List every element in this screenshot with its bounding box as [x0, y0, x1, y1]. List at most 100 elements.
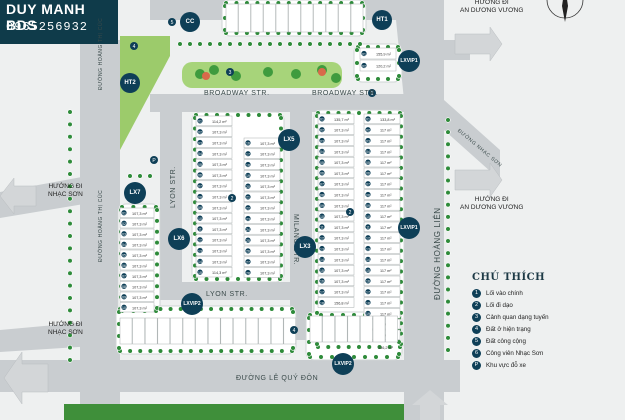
plot-area-lx3-top: 133,8 m²: [380, 118, 396, 122]
plot-number: 09: [366, 204, 370, 208]
plot-area-lx7: 107,3 m²: [132, 233, 148, 237]
plot-area-lx3-left: 107,3 m²: [334, 204, 350, 208]
plot-number: 17: [366, 291, 370, 295]
plot-area-lx7: 107,3 m²: [132, 306, 148, 310]
plot-number: 19: [366, 312, 370, 316]
plot-lx5-left: [195, 126, 233, 137]
plot-number-marker: [319, 159, 325, 165]
tree: [445, 262, 451, 268]
tree: [248, 348, 255, 354]
tree: [228, 348, 234, 354]
plot-lx5-left: [195, 234, 233, 245]
plot-area-vip2-bottom: 136,2 m²: [378, 346, 394, 350]
tree: [248, 306, 255, 312]
plot-area-lx3-right: 117 m²: [380, 194, 392, 198]
plot-number: 09: [122, 296, 126, 300]
plot-number-marker: [365, 116, 371, 122]
tree: [67, 345, 73, 351]
plot-lx3-left: [317, 178, 355, 189]
zone-lx5: LX5: [278, 129, 300, 151]
tree: [157, 306, 164, 312]
tree: [346, 344, 352, 350]
tree: [154, 272, 160, 278]
street-broadway-left: BROADWAY STR.: [204, 90, 270, 97]
plot-number: 25: [246, 239, 250, 243]
plot-area-lx7: 107,3 m²: [132, 275, 148, 279]
plot-number: 20: [246, 185, 250, 189]
tree: [67, 183, 73, 189]
plot-lxvip2: [258, 317, 271, 345]
plot-number-marker: [319, 137, 325, 144]
plot-vip2-bottom: [360, 315, 373, 343]
plot-lx5-left: [195, 115, 233, 127]
plot-number-marker: [121, 252, 127, 258]
plot-number-marker: [365, 181, 371, 187]
legend-item-number: 4: [472, 324, 481, 334]
plot-number-marker: [245, 205, 251, 211]
plot-number-marker: [245, 215, 251, 222]
plot-number-marker: [197, 226, 203, 232]
plot-area-lx5: 107,3 m²: [212, 239, 228, 243]
plot-number: 06: [122, 264, 126, 268]
plot-number: 12: [198, 239, 202, 243]
tree: [67, 134, 73, 140]
plot-number-marker: [365, 235, 371, 241]
plot-vip2-bottom: [322, 315, 335, 343]
tree: [290, 345, 296, 351]
tree: [217, 41, 223, 47]
tree: [365, 76, 371, 82]
tree: [445, 190, 451, 196]
tree: [445, 238, 451, 244]
tree: [445, 214, 451, 220]
tree: [387, 344, 393, 350]
tree: [445, 177, 451, 184]
plot-area-lx3-left-top: 135,7 m²: [334, 118, 350, 122]
plot-number: 26: [246, 250, 250, 254]
plot-area-lx6: 107,3 m²: [260, 164, 276, 168]
plot-number-marker: [245, 269, 251, 276]
plot-number-marker: [197, 161, 203, 167]
plot-lx7: [119, 302, 155, 313]
plot-number: 28: [246, 271, 250, 275]
tree: [445, 335, 451, 341]
legend-item-label: Đất công cộng: [486, 337, 526, 345]
plot-lx5-left: [195, 223, 233, 235]
plot-number-marker: [319, 299, 325, 306]
plot-lx3-left: [317, 200, 355, 211]
direction-arrow-left-lower: [3, 351, 49, 405]
plot-number-marker: [121, 241, 127, 247]
tree: [354, 47, 360, 53]
plot-number-marker: [121, 294, 127, 300]
plot-lx3-right: [363, 264, 401, 276]
plot-area-lx3-left: 107,3 m²: [334, 280, 350, 284]
plot-number: 18: [320, 301, 324, 305]
tree: [127, 348, 133, 354]
plot-area-lx5: 107,3 m²: [212, 152, 228, 156]
plot-number: 07: [122, 275, 126, 279]
plot-number: 03: [320, 139, 324, 143]
brand-phone: 0965256932: [6, 20, 89, 34]
plot-number-marker: [365, 256, 371, 262]
plot-lxvip2: [220, 317, 234, 345]
legend-item-label: Lối đi dạo: [486, 301, 513, 309]
plot-lx5-left: [195, 180, 233, 191]
tree: [67, 270, 73, 276]
plot-area-lx3-right: 117 m²: [380, 129, 392, 133]
plot-number: 08: [320, 193, 324, 197]
marker: [346, 208, 354, 216]
plot-number: 04: [122, 243, 126, 247]
plot-lxvip2: [144, 317, 158, 345]
tree: [257, 41, 263, 47]
plot-number-marker: [197, 129, 203, 135]
legend-item-number: 2: [472, 300, 481, 310]
marker-label: 4: [293, 328, 296, 334]
legend-item-label: Khu vực đỗ xe: [486, 361, 526, 369]
plot-area-lx6: 107,3 m²: [260, 196, 276, 200]
plot-number: 04: [366, 150, 370, 154]
direction-left-lower: HƯỚNG ĐI NHẠC SƠN: [48, 321, 83, 336]
legend-item-label: Công viên Nhạc Sơn: [486, 349, 544, 357]
tree: [287, 41, 293, 47]
